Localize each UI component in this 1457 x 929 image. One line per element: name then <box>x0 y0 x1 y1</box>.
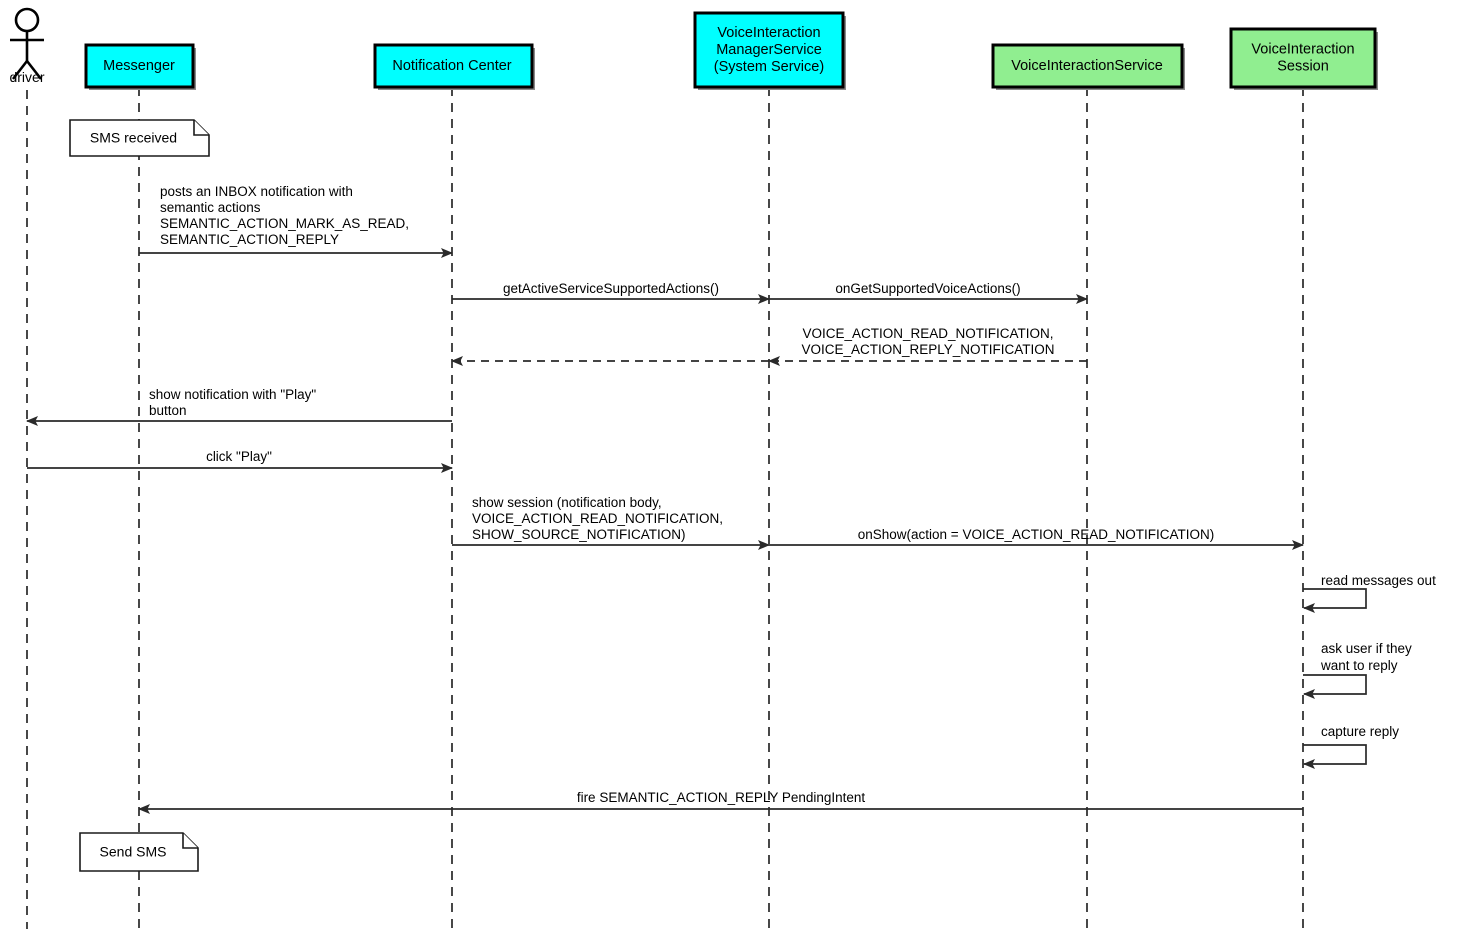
self-call-path <box>1303 588 1367 613</box>
self-call-path <box>1303 744 1367 769</box>
participant-label-notification-center: Notification Center <box>392 58 511 74</box>
note-note-sms-received: SMS received <box>69 119 210 157</box>
message-label: onGetSupportedVoiceActions() <box>835 281 1020 296</box>
message-msg-click-play: click "Play" <box>27 449 453 473</box>
actor-head <box>14 7 40 33</box>
participant-label-messenger: Messenger <box>103 58 175 74</box>
message-label: show notification with "Play" <box>149 387 316 402</box>
participant-voice-interaction-service[interactable]: VoiceInteractionService <box>991 43 1185 90</box>
self-call-label: want to reply <box>1320 658 1398 673</box>
message-msg-on-get-supported-voice-actions: onGetSupportedVoiceActions() <box>769 281 1088 304</box>
message-label: VOICE_ACTION_REPLY_NOTIFICATION <box>801 342 1054 357</box>
self-call-path <box>1303 674 1367 699</box>
message-msg-on-show: onShow(action = VOICE_ACTION_READ_NOTIFI… <box>769 527 1304 550</box>
note-text: SMS received <box>90 130 177 146</box>
self-message-self-ask-user-if-they-want-to-reply: ask user if they want to reply <box>1303 641 1412 699</box>
note-fold <box>182 833 198 849</box>
message-label: onShow(action = VOICE_ACTION_READ_NOTIFI… <box>858 527 1214 542</box>
participant-notification-center[interactable]: Notification Center <box>373 43 535 90</box>
message-label: VOICE_ACTION_READ_NOTIFICATION, <box>472 511 723 526</box>
actors-group: driver <box>9 7 45 85</box>
actor-leg-left <box>11 60 29 80</box>
actor-label-driver: driver <box>9 69 44 85</box>
participant-box[interactable] <box>84 43 195 89</box>
participant-messenger[interactable]: Messenger <box>84 43 196 90</box>
self-message-self-capture-reply: capture reply <box>1303 724 1399 769</box>
message-msg-get-active-service-supported-actions: getActiveServiceSupportedActions() <box>452 281 770 304</box>
note-note-send-sms: Send SMS <box>79 832 199 872</box>
actor-leg-right <box>25 60 43 80</box>
self-call-label: capture reply <box>1321 724 1399 739</box>
note-text: Send SMS <box>100 844 167 860</box>
participant-box[interactable] <box>1229 27 1377 89</box>
self-message-self-read-messages-out: read messages out <box>1303 573 1436 613</box>
note-body <box>79 832 199 872</box>
message-msg-fire-semantic-action-reply-pending-intent: fire SEMANTIC_ACTION_REPLY PendingIntent <box>138 790 1303 814</box>
message-msg-show-notification-with-play: show notification with "Play"button <box>26 387 452 426</box>
message-label: SHOW_SOURCE_NOTIFICATION) <box>472 527 686 542</box>
message-label: posts an INBOX notification with <box>160 184 353 199</box>
participants-group: Messenger Notification Center VoiceInterac… <box>84 11 1378 90</box>
participant-label-voice-interaction-manager-service: (System Service) <box>714 59 824 75</box>
note-body <box>69 119 210 157</box>
participant-label-voice-interaction-session: Session <box>1277 58 1329 74</box>
self-call-label: ask user if they <box>1321 641 1412 656</box>
message-label: SEMANTIC_ACTION_MARK_AS_READ, <box>160 216 409 231</box>
message-msg-show-session: show session (notification body,VOICE_AC… <box>452 495 770 550</box>
message-label: getActiveServiceSupportedActions() <box>503 281 719 296</box>
message-label: click "Play" <box>206 449 272 464</box>
participant-label-voice-interaction-manager-service: VoiceInteraction <box>717 25 820 41</box>
lifelines-group <box>26 87 1304 929</box>
participant-box[interactable] <box>373 43 534 89</box>
messages-group: posts an INBOX notification withsemantic… <box>26 184 1304 814</box>
participant-label-voice-interaction-service: VoiceInteractionService <box>1011 58 1163 74</box>
participant-box[interactable] <box>991 43 1184 89</box>
participant-label-voice-interaction-session: VoiceInteraction <box>1251 41 1354 57</box>
message-msg-return-voice-actions-to-vims: VOICE_ACTION_READ_NOTIFICATION,VOICE_ACT… <box>768 326 1087 366</box>
message-label: semantic actions <box>160 200 261 215</box>
actor-driver: driver <box>9 7 45 85</box>
message-msg-post-inbox-notification: posts an INBOX notification withsemantic… <box>139 184 453 258</box>
message-label: show session (notification body, <box>472 495 662 510</box>
message-label: SEMANTIC_ACTION_REPLY <box>160 232 339 247</box>
note-fold <box>193 120 209 136</box>
message-label: button <box>149 403 187 418</box>
participant-label-voice-interaction-manager-service: ManagerService <box>716 42 822 58</box>
message-label: VOICE_ACTION_READ_NOTIFICATION, <box>802 326 1053 341</box>
self-messages-group: read messages out ask user if they want to… <box>1303 573 1436 769</box>
participant-box[interactable] <box>693 11 845 89</box>
self-call-label: read messages out <box>1321 573 1436 588</box>
message-label: fire SEMANTIC_ACTION_REPLY PendingIntent <box>577 790 866 805</box>
